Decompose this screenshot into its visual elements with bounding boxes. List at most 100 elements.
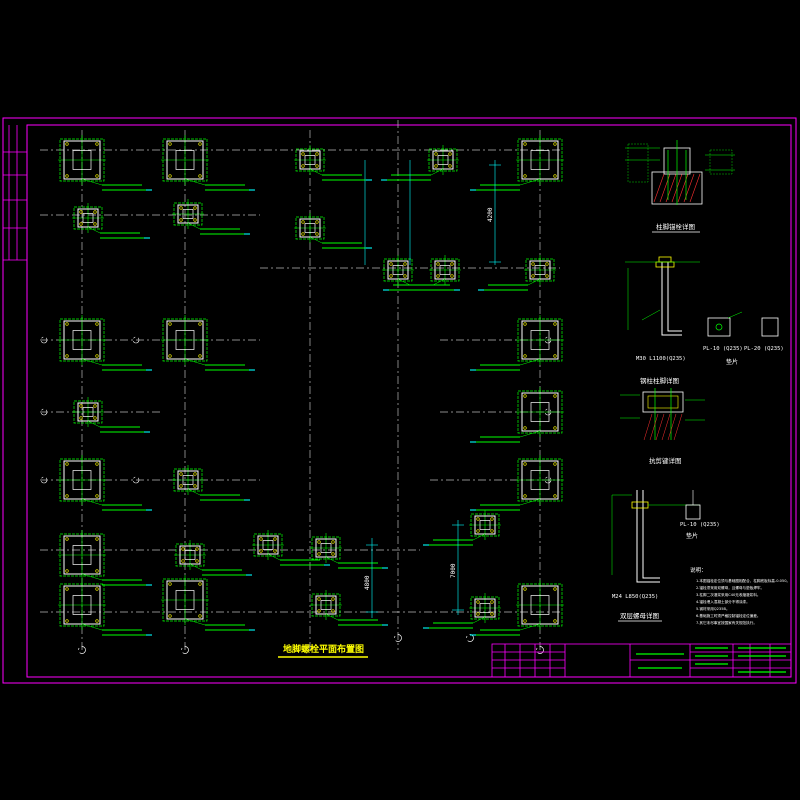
anchor-bolt bbox=[523, 322, 527, 326]
anchor-bolt bbox=[93, 416, 97, 420]
leader-line bbox=[309, 168, 323, 176]
anchor-bolt bbox=[198, 582, 202, 586]
detail-anchor-bolt bbox=[625, 256, 700, 336]
anchor-bolt bbox=[523, 462, 527, 466]
anchor-bolt bbox=[523, 426, 527, 430]
stiffener-outline bbox=[517, 318, 563, 362]
anchor-bolt bbox=[198, 614, 202, 618]
anchor-bolt bbox=[317, 597, 321, 601]
anchor-bolt bbox=[553, 142, 557, 146]
anchor-bolt bbox=[434, 152, 438, 156]
axis-bubble bbox=[132, 336, 140, 344]
column-section bbox=[72, 545, 92, 565]
anchor-bolt bbox=[79, 404, 83, 408]
column-section bbox=[72, 150, 92, 170]
column-section bbox=[479, 520, 491, 530]
note-2: 2.锚栓须采用双螺母，且螺母与垫板焊牢。 bbox=[696, 585, 764, 590]
anchor-bolt bbox=[95, 619, 99, 623]
anchor-bolt bbox=[179, 206, 183, 210]
anchor-bolt bbox=[545, 262, 549, 266]
anchor-bolt bbox=[93, 404, 97, 408]
leader-line bbox=[189, 563, 203, 571]
detail-6-title: 双层螺母详图 bbox=[620, 611, 659, 620]
anchor-bolt bbox=[193, 218, 197, 222]
anchor-bolt bbox=[181, 547, 185, 551]
leader-line bbox=[187, 222, 201, 230]
anchor-bolt bbox=[331, 597, 335, 601]
column-base bbox=[161, 135, 255, 191]
anchor-bolt bbox=[168, 322, 172, 326]
column-section bbox=[72, 595, 92, 615]
anchor-bolt bbox=[523, 142, 527, 146]
anchor-bolt bbox=[65, 462, 69, 466]
anchor-bolt bbox=[195, 547, 199, 551]
plate-3-label: PL-10 (Q235) bbox=[680, 522, 720, 528]
anchor-bolt bbox=[168, 142, 172, 146]
column-base bbox=[58, 315, 152, 371]
column-base bbox=[58, 455, 152, 511]
anchor-bolt bbox=[315, 220, 319, 224]
anchor-bolt bbox=[198, 174, 202, 178]
stiffener-outline bbox=[295, 216, 325, 240]
anchor-bolt bbox=[553, 426, 557, 430]
title-block bbox=[491, 643, 792, 678]
anchor-bolt bbox=[553, 619, 557, 623]
main-plan-title: 地脚螺栓平面布置图 bbox=[283, 643, 364, 655]
anchor-bolt bbox=[95, 322, 99, 326]
anchor-bolt bbox=[553, 462, 557, 466]
detail-anchor-bolt-2 bbox=[611, 490, 701, 583]
anchor-bolt bbox=[193, 472, 197, 476]
column-section bbox=[304, 223, 316, 233]
column-section bbox=[530, 595, 550, 615]
column-section bbox=[437, 155, 449, 165]
axis-bubble bbox=[78, 646, 86, 654]
axis-bubble bbox=[394, 634, 402, 642]
column-base bbox=[161, 315, 255, 371]
stiffener-outline bbox=[428, 148, 458, 172]
anchor-bolt bbox=[168, 614, 172, 618]
stiffener-outline bbox=[525, 258, 555, 282]
anchor-bolt bbox=[331, 540, 335, 544]
anchor-bolt bbox=[315, 164, 319, 168]
detail-4-title: 抗剪键详图 bbox=[649, 456, 682, 465]
anchor-bolt bbox=[403, 274, 407, 278]
anchor-bolt bbox=[301, 164, 305, 168]
note-1: 1.本图锚栓定位须与基础图相配合，柱脚底板标高-0.050。 bbox=[696, 578, 790, 583]
leader-line bbox=[187, 488, 201, 496]
column-section bbox=[530, 150, 550, 170]
anchor-bolt bbox=[198, 354, 202, 358]
anchor-bolt bbox=[168, 354, 172, 358]
leader-line bbox=[519, 623, 541, 631]
leader-line bbox=[519, 498, 541, 506]
anchor-bolt bbox=[553, 354, 557, 358]
drawing-border-outer bbox=[2, 117, 797, 684]
anchor-bolt bbox=[448, 152, 452, 156]
stiffener-outline bbox=[162, 318, 208, 362]
column-section bbox=[182, 209, 194, 219]
anchor-bolt bbox=[523, 394, 527, 398]
stiffener-outline bbox=[517, 138, 563, 182]
column-base bbox=[58, 580, 152, 636]
leader-line bbox=[81, 178, 103, 186]
column-base bbox=[478, 255, 556, 291]
anchor-bolt bbox=[195, 559, 199, 563]
column-base bbox=[172, 465, 250, 501]
stiffener-outline bbox=[470, 596, 500, 620]
note-4: 4.锚栓埋入混凝土部分不得涂漆。 bbox=[696, 599, 750, 604]
stiffener-outline bbox=[59, 138, 105, 182]
column-section bbox=[175, 330, 195, 350]
axis-bubble bbox=[536, 646, 544, 654]
anchor-bolt bbox=[490, 529, 494, 533]
leader-line bbox=[472, 533, 486, 541]
anchor-bolt bbox=[490, 517, 494, 521]
column-base bbox=[72, 203, 150, 239]
anchor-bolt bbox=[476, 517, 480, 521]
column-section bbox=[320, 600, 332, 610]
anchor-bolt bbox=[315, 232, 319, 236]
column-base bbox=[423, 593, 501, 629]
anchor-bolt bbox=[301, 152, 305, 156]
dimension-lines bbox=[364, 160, 501, 618]
anchor-bolt bbox=[553, 322, 557, 326]
stiffener-outline bbox=[73, 206, 103, 230]
column-section bbox=[530, 402, 550, 422]
